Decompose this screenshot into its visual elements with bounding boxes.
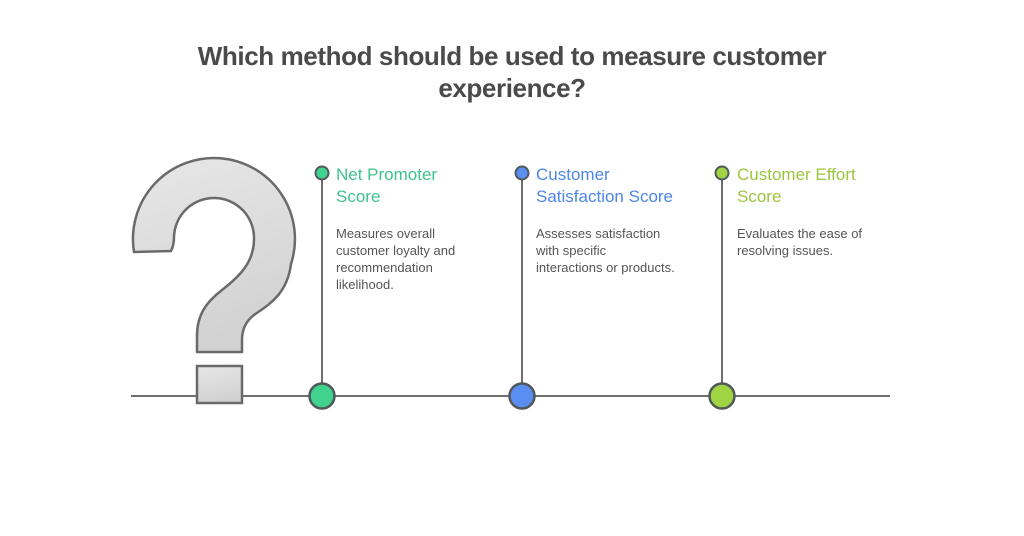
question-mark-dot xyxy=(195,364,244,405)
top-node-ces xyxy=(714,165,730,181)
method-title-ces: Customer Effort Score xyxy=(737,165,856,206)
method-column-csat: Customer Satisfaction Score Assesses sat… xyxy=(536,164,708,276)
method-description-csat: Assesses satisfaction with specific inte… xyxy=(536,226,675,275)
baseline-node-csat xyxy=(508,382,536,410)
method-column-nps: Net Promoter Score Measures overall cust… xyxy=(336,164,508,293)
method-column-ces: Customer Effort Score Evaluates the ease… xyxy=(737,164,909,259)
method-description-ces: Evaluates the ease of resolving issues. xyxy=(737,226,863,258)
method-title-csat: Customer Satisfaction Score xyxy=(536,165,674,206)
page-title: Which method should be used to measure c… xyxy=(197,41,827,103)
baseline-node-nps xyxy=(308,382,336,410)
baseline-node-ces xyxy=(708,382,736,410)
method-description-nps: Measures overall customer loyalty and re… xyxy=(336,226,456,292)
top-node-csat xyxy=(514,165,530,181)
method-title-nps: Net Promoter Score xyxy=(336,165,438,206)
top-node-nps xyxy=(314,165,330,181)
question-mark-icon xyxy=(131,156,297,354)
